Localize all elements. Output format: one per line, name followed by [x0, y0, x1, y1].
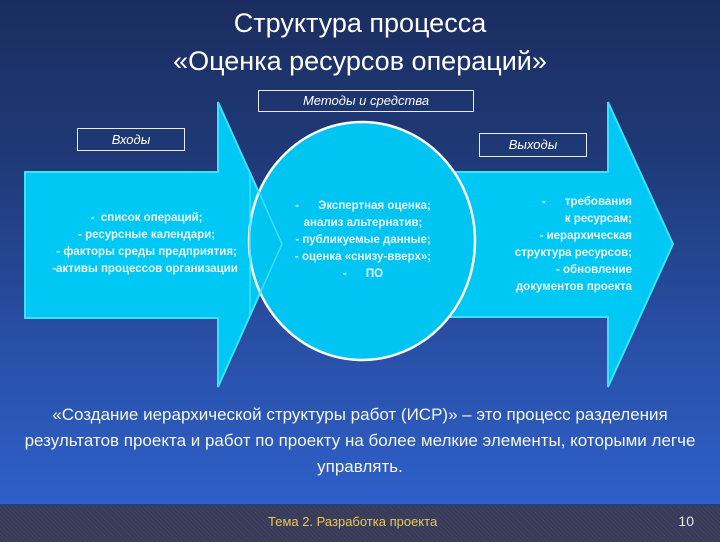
inputs-label: Входы — [77, 128, 185, 151]
outputs-label: Выходы — [479, 133, 587, 157]
slide-footer: Тема 2. Разработка проекта 10 — [0, 504, 720, 542]
slide-title-line-2: «Оценка ресурсов операций» — [173, 46, 547, 76]
methods-list: - Экспертная оценка; анализ альтернатив;… — [294, 200, 432, 280]
methods-circle — [247, 120, 477, 362]
page-number: 10 — [678, 513, 694, 529]
methods-label: Методы и средства — [258, 90, 474, 112]
footer-topic: Тема 2. Разработка проекта — [268, 514, 438, 529]
inputs-list: - список операций; - ресурсные календари… — [52, 212, 238, 275]
slide-title-line-1: Структура процесса — [233, 8, 487, 38]
wbs-definition: «Создание иерархической структуры работ … — [24, 405, 696, 476]
outputs-list: - требования к ресурсам; - иерархическая… — [514, 196, 632, 293]
outputs-arrow — [439, 101, 675, 388]
slide-title: Структура процесса «Оценка ресурсов опер… — [0, 4, 720, 80]
inputs-arrow-tip-overlay — [249, 171, 283, 317]
